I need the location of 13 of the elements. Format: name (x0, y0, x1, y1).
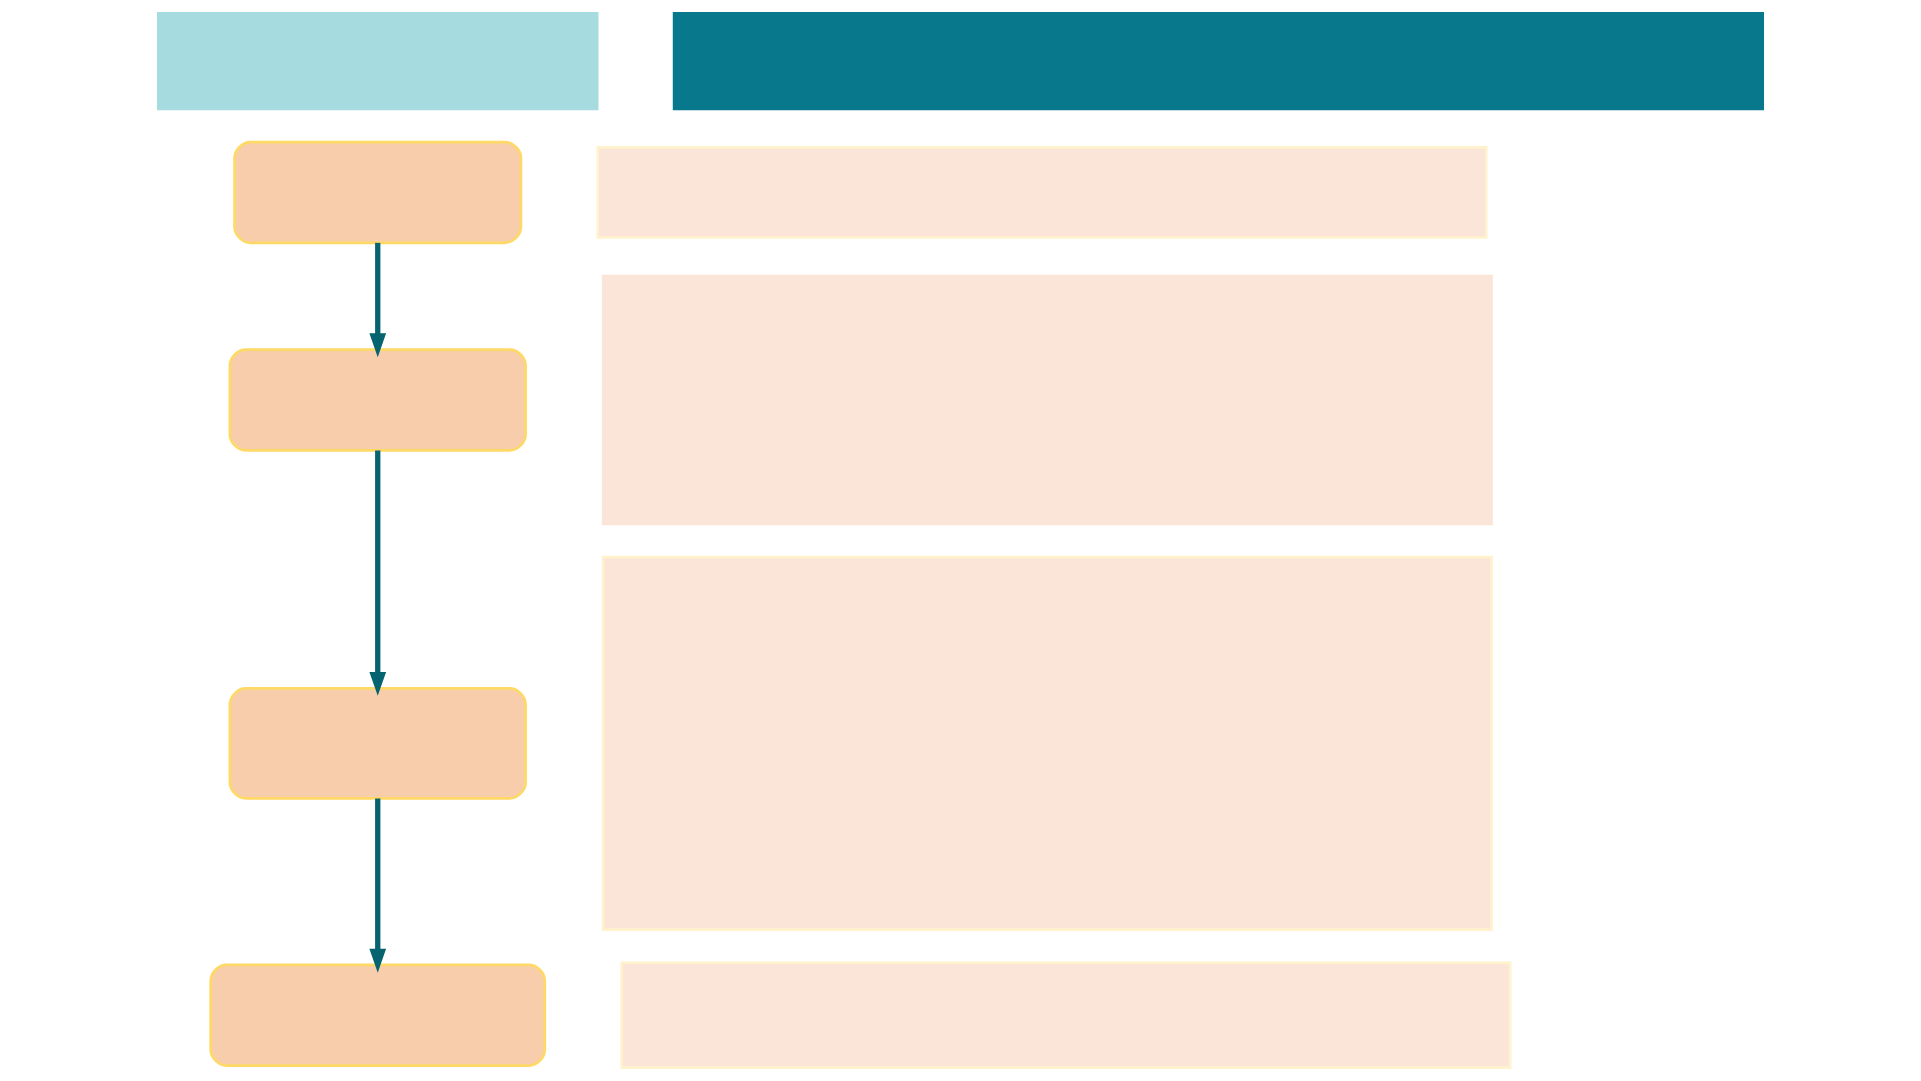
arrow (369, 450, 387, 696)
node-box (228, 348, 527, 452)
arrow (369, 242, 387, 358)
node-bar (601, 274, 1493, 526)
node-bar (156, 12, 599, 111)
node-bar (620, 961, 1512, 1069)
node-box (228, 687, 527, 800)
arrow (369, 798, 387, 973)
node-box (233, 140, 523, 245)
node-box (209, 963, 547, 1067)
node-bar (596, 146, 1488, 239)
node-bar (672, 12, 1765, 111)
node-bar (601, 555, 1493, 931)
